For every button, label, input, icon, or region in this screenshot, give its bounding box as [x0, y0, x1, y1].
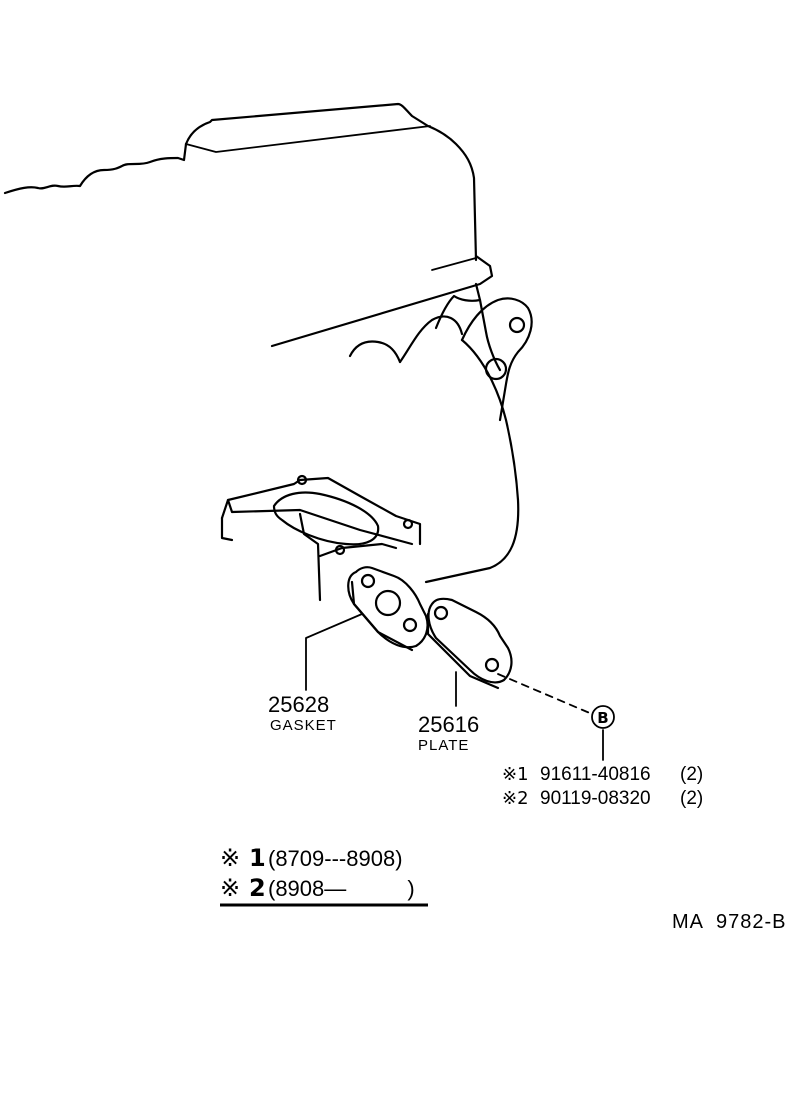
legend-1-mark: ※	[220, 844, 240, 872]
diagram-id: MA 9782-B	[672, 911, 787, 933]
bolt-dashed-leader	[497, 673, 593, 715]
gasket-part-name: GASKET	[270, 717, 337, 734]
part-labels: 25628 GASKET 25616 PLATE	[268, 692, 479, 754]
plate-part	[426, 597, 513, 690]
engine-outline	[3, 102, 533, 602]
plate-part-name: PLATE	[418, 737, 469, 754]
bolt-1-qty: (2)	[680, 764, 703, 785]
bolt-1-part-number: 91611-40816	[540, 764, 651, 785]
gasket-leader	[305, 613, 363, 691]
legend-2-number: 2	[249, 874, 266, 902]
bolt-1-mark: ※1	[502, 764, 529, 785]
callout-marker: B	[591, 705, 615, 729]
legend-1-number: 1	[249, 844, 266, 872]
callout-marker-letter: B	[597, 709, 608, 727]
legend-1-range: (8709---8908)	[268, 846, 403, 871]
plate-part-number: 25616	[418, 712, 479, 737]
bolt-2-qty: (2)	[680, 788, 703, 809]
gasket-part	[347, 566, 429, 652]
leader-lines	[305, 613, 604, 761]
legend-2-mark: ※	[220, 874, 240, 902]
legend-2-range: (8908— )	[268, 876, 415, 901]
bolt-2-part-number: 90119-08320	[540, 788, 651, 809]
bolt-2-mark: ※2	[502, 788, 529, 809]
bolt-callouts: ※1 91611-40816 (2) ※2 90119-08320 (2)	[502, 764, 703, 809]
date-range-legend: ※ 1 (8709---8908) ※ 2 (8908— )	[220, 844, 428, 907]
gasket-part-number: 25628	[268, 692, 329, 717]
callout-marker-circle	[591, 705, 615, 729]
